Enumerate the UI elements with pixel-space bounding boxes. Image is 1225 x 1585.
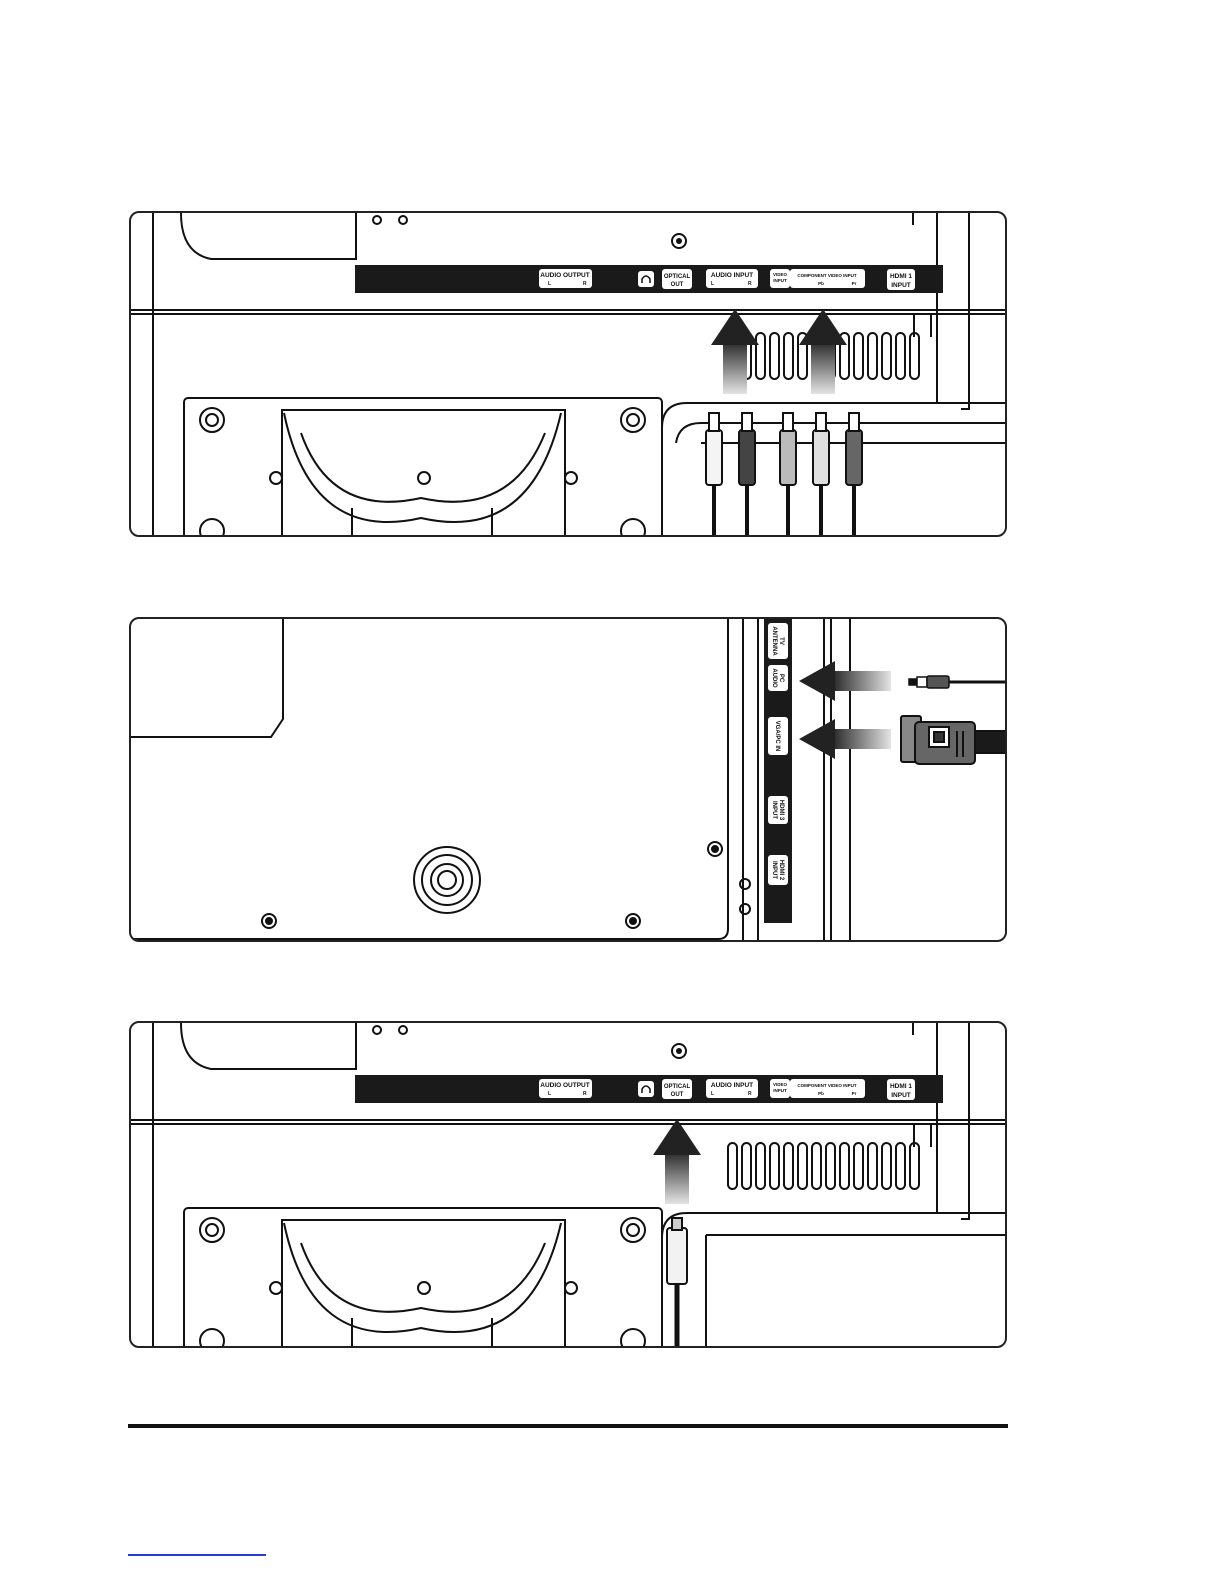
- svg-text:HDMI 1: HDMI 1: [890, 1083, 912, 1090]
- component-video-input-label: COMPONENT VIDEO INPUT Pb Pr: [790, 269, 865, 288]
- diagram-optical-output: AUDIO OUTPUT L R OPTICAL OUT AUDIO INPUT…: [129, 1021, 1007, 1348]
- audio-input-label: AUDIO INPUT L R: [706, 1079, 758, 1098]
- optical-cable: [667, 1218, 687, 1348]
- rca-cable-y: [780, 413, 796, 537]
- stand-bracket: [184, 398, 1007, 537]
- svg-text:HDMI 2: HDMI 2: [778, 860, 784, 881]
- svg-text:HDMI 3: HDMI 3: [778, 800, 784, 821]
- component-video-input-label: COMPONENT VIDEO INPUT Pb Pr: [790, 1079, 865, 1098]
- audio-jack-plug: [909, 676, 1007, 688]
- svg-text:INPUT: INPUT: [891, 282, 911, 289]
- vga-pc-in-label: VGA/PC IN: [768, 717, 788, 755]
- tv-rear-view-2: AUDIO OUTPUT L R OPTICAL OUT AUDIO INPUT…: [131, 1023, 1007, 1348]
- arrow-pc-audio: [799, 661, 891, 701]
- svg-text:INPUT: INPUT: [773, 278, 787, 283]
- svg-text:OUT: OUT: [671, 282, 684, 288]
- svg-text:VIDEO: VIDEO: [773, 1082, 788, 1087]
- svg-text:R: R: [583, 281, 587, 287]
- audio-output-label: AUDIO OUTPUT L R: [539, 269, 592, 288]
- svg-text:AUDIO OUTPUT: AUDIO OUTPUT: [540, 1082, 590, 1089]
- svg-text:R: R: [583, 1091, 587, 1097]
- svg-text:HDMI 1: HDMI 1: [890, 273, 912, 280]
- svg-text:TV: TV: [778, 637, 784, 645]
- rca-cable-pb: [813, 413, 829, 537]
- svg-text:COMPONENT VIDEO INPUT: COMPONENT VIDEO INPUT: [797, 273, 857, 278]
- headphone-icon: [638, 1081, 654, 1097]
- svg-text:Pr: Pr: [852, 1091, 857, 1096]
- svg-text:L: L: [548, 281, 551, 287]
- audio-output-label: AUDIO OUTPUT L R: [539, 1079, 592, 1098]
- stand-bracket: [184, 1208, 1007, 1348]
- svg-text:COMPONENT VIDEO INPUT: COMPONENT VIDEO INPUT: [797, 1083, 857, 1088]
- svg-text:INPUT: INPUT: [773, 1088, 787, 1093]
- tv-rear-view-1: AUDIO OUTPUT L R OPTICAL OUT AUDIO INPUT…: [131, 213, 1007, 537]
- svg-text:AUDIO INPUT: AUDIO INPUT: [711, 272, 753, 279]
- svg-text:VIDEO: VIDEO: [773, 272, 788, 277]
- svg-text:PC: PC: [778, 674, 784, 683]
- vent-slots: [742, 313, 931, 379]
- svg-text:Pb: Pb: [818, 281, 824, 286]
- svg-text:L: L: [711, 281, 714, 287]
- rca-cable-audio-r: [739, 413, 755, 537]
- optical-out-label: OPTICAL OUT: [662, 269, 692, 289]
- svg-text:OPTICAL: OPTICAL: [664, 274, 691, 280]
- svg-text:INPUT: INPUT: [771, 801, 777, 819]
- arrow-optical-out: [653, 1119, 701, 1204]
- vga-plug: [901, 716, 1007, 764]
- cabinet-outline: [131, 619, 850, 942]
- screw-icon: [399, 216, 407, 224]
- screws: [262, 842, 750, 928]
- svg-text:OUT: OUT: [671, 1092, 684, 1098]
- optical-out-label: OPTICAL OUT: [662, 1079, 692, 1099]
- svg-text:VGA/PC IN: VGA/PC IN: [774, 721, 780, 752]
- rca-cable-pr: [846, 413, 862, 537]
- rca-cable-audio-l: [706, 413, 722, 537]
- svg-text:INPUT: INPUT: [771, 861, 777, 879]
- hdmi2-input-label: HDMI 2 INPUT: [768, 855, 788, 885]
- svg-text:ANTENNA: ANTENNA: [771, 626, 777, 656]
- svg-text:R: R: [748, 1091, 752, 1097]
- audio-input-label: AUDIO INPUT L R: [706, 269, 758, 288]
- svg-text:OPTICAL: OPTICAL: [664, 1084, 691, 1090]
- tv-side-view: TV ANTENNA PC AUDIO VGA/PC IN HDMI 3 INP…: [131, 619, 1007, 942]
- tv-antenna-label: TV ANTENNA: [768, 623, 788, 659]
- arrow-vga: [799, 719, 891, 759]
- svg-text:Pr: Pr: [852, 281, 857, 286]
- diagram-pc-input: TV ANTENNA PC AUDIO VGA/PC IN HDMI 3 INP…: [129, 617, 1007, 942]
- cabinet-outline: [131, 1023, 1007, 1348]
- hdmi1-input-label: HDMI 1 INPUT: [887, 1079, 915, 1100]
- svg-text:INPUT: INPUT: [891, 1092, 911, 1099]
- diagram-component-input: AUDIO OUTPUT L R OPTICAL OUT AUDIO INPUT…: [129, 211, 1007, 537]
- svg-text:AUDIO OUTPUT: AUDIO OUTPUT: [540, 272, 590, 279]
- hdmi1-input-label: HDMI 1 INPUT: [887, 269, 915, 290]
- vent-slots: [728, 1123, 931, 1189]
- screw-icon: [399, 1026, 407, 1034]
- footer-link-underline[interactable]: [128, 1554, 266, 1556]
- footer-rule: [128, 1424, 1008, 1428]
- cabinet-outline: [131, 213, 1007, 537]
- video-input-label: VIDEO INPUT: [770, 1079, 790, 1098]
- svg-text:AUDIO: AUDIO: [771, 668, 777, 688]
- headphone-icon: [638, 271, 654, 287]
- screw-icon: [373, 216, 381, 224]
- svg-text:L: L: [711, 1091, 714, 1097]
- svg-text:L: L: [548, 1091, 551, 1097]
- pc-audio-label: PC AUDIO: [768, 665, 788, 691]
- svg-text:AUDIO INPUT: AUDIO INPUT: [711, 1082, 753, 1089]
- wall-mount-foot: [414, 847, 480, 913]
- hdmi3-input-label: HDMI 3 INPUT: [768, 796, 788, 824]
- svg-text:Pb: Pb: [818, 1091, 824, 1096]
- video-input-label: VIDEO INPUT: [770, 269, 790, 288]
- svg-text:R: R: [748, 281, 752, 287]
- screw-icon: [373, 1026, 381, 1034]
